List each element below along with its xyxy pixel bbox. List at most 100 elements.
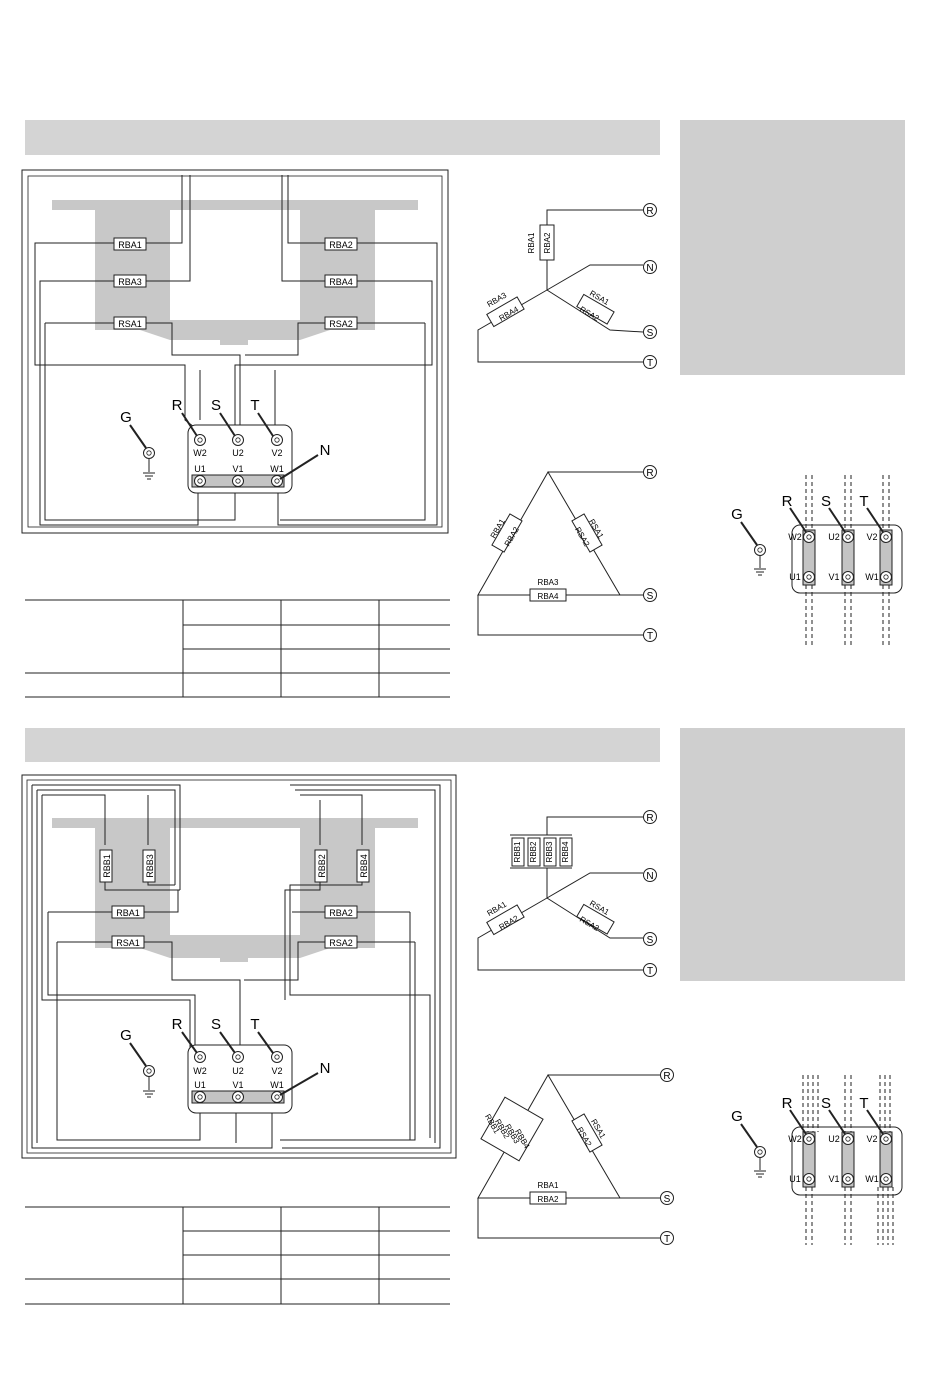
letter-r: R xyxy=(172,397,183,414)
label-rbb1: RBB1 xyxy=(102,854,112,878)
label-rba4: RBA4 xyxy=(329,277,353,287)
bottom-table xyxy=(25,1206,450,1305)
label-rba2-bottom: RBA2 xyxy=(329,908,353,918)
svg-text:V1: V1 xyxy=(828,1174,839,1184)
svg-text:RBA4: RBA4 xyxy=(538,592,559,601)
svg-text:T: T xyxy=(647,631,653,642)
svg-text:RBB1: RBB1 xyxy=(513,841,522,862)
label-rbb4: RBB4 xyxy=(359,854,369,878)
svg-text:S: S xyxy=(821,493,831,510)
bottom-ground: G xyxy=(120,1027,156,1098)
label-rba1: RBA1 xyxy=(118,240,142,250)
svg-text:RBB4: RBB4 xyxy=(561,841,570,862)
svg-text:S: S xyxy=(647,591,654,602)
svg-text:V1: V1 xyxy=(828,572,839,582)
top-title-band xyxy=(25,120,660,155)
svg-text:N: N xyxy=(646,871,653,882)
svg-text:RBB3: RBB3 xyxy=(545,841,554,862)
svg-text:RBA3: RBA3 xyxy=(538,578,559,587)
svg-text:G: G xyxy=(731,1108,743,1125)
terminal-w1: W1 xyxy=(270,464,284,474)
svg-text:R: R xyxy=(172,1016,183,1033)
bottom-component-labels: RBB1 RBB3 RBB2 RBB4 RBA1 RBA2 RSA1 RSA2 xyxy=(99,849,370,949)
svg-text:R: R xyxy=(646,206,653,217)
svg-text:S: S xyxy=(821,1095,831,1112)
svg-text:RBA2: RBA2 xyxy=(543,232,552,253)
svg-text:V2: V2 xyxy=(866,1134,877,1144)
label-rba2: RBA2 xyxy=(329,240,353,250)
top-star-letters: R N S T RBA1 RBA2 RBA3 RBA4 RSA1 RSA2 xyxy=(485,206,653,369)
svg-text:W1: W1 xyxy=(865,1174,879,1184)
top-section: RBA1 RBA2 RBA3 RBA4 RSA1 RSA2 W2 U2 V2 U… xyxy=(21,120,905,698)
svg-text:U2: U2 xyxy=(232,1066,244,1076)
svg-text:W1: W1 xyxy=(270,1080,284,1090)
svg-text:U2: U2 xyxy=(828,532,840,542)
svg-text:RBA1: RBA1 xyxy=(538,1181,559,1190)
terminal-v2: V2 xyxy=(271,448,282,458)
svg-text:G: G xyxy=(731,506,743,523)
terminal-w2: W2 xyxy=(193,448,207,458)
label-rsa1-bottom: RSA1 xyxy=(116,938,140,948)
label-rba3: RBA3 xyxy=(118,277,142,287)
svg-text:W2: W2 xyxy=(193,1066,207,1076)
top-side-terminal: W2 U2 V2 U1 V1 W1 R S T G xyxy=(731,475,903,645)
label-rsa1: RSA1 xyxy=(118,319,142,329)
svg-text:U2: U2 xyxy=(828,1134,840,1144)
terminal-u1: U1 xyxy=(194,464,206,474)
svg-text:T: T xyxy=(647,358,653,369)
top-ground: G xyxy=(120,409,156,480)
terminal-v1: V1 xyxy=(232,464,243,474)
svg-text:W2: W2 xyxy=(788,532,802,542)
letter-t: T xyxy=(250,397,259,414)
svg-text:W2: W2 xyxy=(788,1134,802,1144)
svg-text:N: N xyxy=(320,1060,331,1077)
terminal-u2: U2 xyxy=(232,448,244,458)
svg-text:V1: V1 xyxy=(232,1080,243,1090)
svg-text:U1: U1 xyxy=(194,1080,206,1090)
svg-text:R: R xyxy=(646,813,653,824)
svg-text:V2: V2 xyxy=(866,532,877,542)
bottom-star-schematic xyxy=(477,810,657,977)
svg-text:R: R xyxy=(646,468,653,479)
svg-text:S: S xyxy=(647,328,654,339)
top-delta-schematic xyxy=(477,465,657,642)
svg-text:V2: V2 xyxy=(271,1066,282,1076)
bottom-delta-schematic xyxy=(477,1068,674,1245)
letter-s: S xyxy=(211,397,221,414)
bottom-section: RBB1 RBB3 RBB2 RBB4 RBA1 RBA2 RSA1 RSA2 … xyxy=(21,728,905,1305)
svg-text:T: T xyxy=(647,966,653,977)
label-rsa2: RSA2 xyxy=(329,319,353,329)
svg-text:T: T xyxy=(859,1095,868,1112)
letter-n: N xyxy=(320,442,331,459)
svg-text:U1: U1 xyxy=(789,572,801,582)
top-component-labels: RBA1 RBA2 RBA3 RBA4 RSA1 RSA2 xyxy=(113,237,358,330)
svg-text:G: G xyxy=(120,1027,132,1044)
top-wiring-box xyxy=(21,169,449,534)
top-table xyxy=(25,599,450,698)
svg-text:RBA1: RBA1 xyxy=(527,232,536,253)
top-delta-letters: R S T RBA1 RBA2 RSA1 RSA2 RBA3 RBA4 xyxy=(489,468,654,642)
svg-text:S: S xyxy=(211,1016,221,1033)
svg-text:RBA2: RBA2 xyxy=(538,1195,559,1204)
svg-text:R: R xyxy=(782,493,793,510)
svg-text:W1: W1 xyxy=(865,572,879,582)
bottom-delta-letters: R S T RBB1 RBB2 RBB3 RBB4 RSA1 RSA2 RBA1… xyxy=(483,1071,671,1245)
svg-text:RBB2: RBB2 xyxy=(529,841,538,862)
svg-text:R: R xyxy=(663,1071,670,1082)
label-rba1-bottom: RBA1 xyxy=(116,908,140,918)
bottom-title-band xyxy=(25,728,660,762)
bottom-side-panel xyxy=(680,728,905,981)
svg-text:T: T xyxy=(664,1234,670,1245)
top-terminal-block: W2 U2 V2 U1 V1 W1 R S T N xyxy=(172,397,331,494)
label-rsa2-bottom: RSA2 xyxy=(329,938,353,948)
top-side-panel xyxy=(680,120,905,375)
label-rbb3: RBB3 xyxy=(145,854,155,878)
top-star-schematic xyxy=(477,203,657,369)
svg-text:N: N xyxy=(646,263,653,274)
label-rbb2: RBB2 xyxy=(317,854,327,878)
bottom-side-terminal: W2 U2 V2 U1 V1 W1 R S T G xyxy=(731,1075,903,1245)
svg-text:T: T xyxy=(859,493,868,510)
svg-text:R: R xyxy=(782,1095,793,1112)
svg-text:S: S xyxy=(647,935,654,946)
